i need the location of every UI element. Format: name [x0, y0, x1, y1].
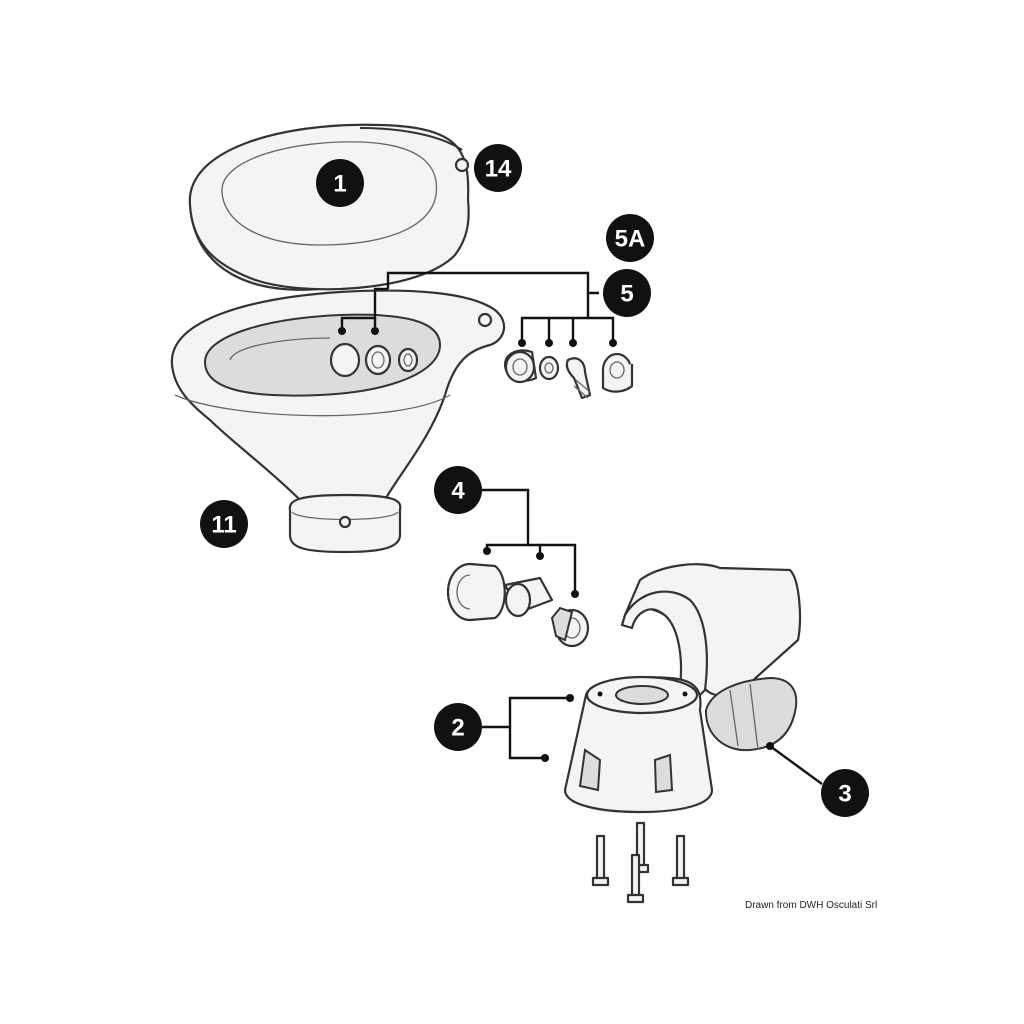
discharge-fittings	[446, 562, 590, 648]
callout-4: 4	[434, 466, 482, 514]
callout-1: 1	[316, 159, 364, 207]
callout-14-label: 14	[485, 156, 512, 183]
toilet-lid	[188, 123, 470, 291]
callout-1-label: 1	[333, 171, 346, 198]
leader-dots	[338, 327, 774, 762]
mounting-bolts	[591, 821, 690, 904]
source-credit: Drawn from DWH Osculati Srl	[745, 900, 878, 911]
callout-2: 2	[434, 703, 482, 751]
callout-14: 14	[474, 144, 522, 192]
callout-5-label: 5	[620, 281, 633, 308]
callout-5a: 5A	[606, 214, 654, 262]
callout-4-label: 4	[451, 478, 465, 505]
callout-11: 11	[200, 500, 248, 548]
callout-5: 5	[603, 269, 651, 317]
callout-11-label: 11	[211, 512, 236, 539]
leader-lines	[340, 271, 823, 785]
callout-5a-label: 5A	[615, 226, 646, 253]
inlet-fittings	[503, 349, 634, 400]
callout-2-label: 2	[451, 715, 464, 742]
pump-assembly	[620, 563, 802, 752]
callout-3: 3	[821, 769, 869, 817]
toilet-bowl	[170, 289, 506, 554]
pump-base	[563, 675, 714, 814]
callout-3-label: 3	[838, 781, 851, 808]
